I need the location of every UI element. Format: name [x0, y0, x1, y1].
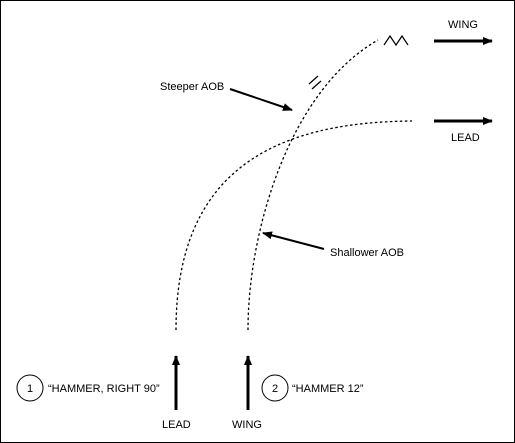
steeper-aob-label: Steeper AOB — [160, 81, 224, 93]
wing-top-label: WING — [448, 19, 478, 31]
call-1-circle — [16, 374, 44, 402]
wing-zigzag-marker — [383, 34, 409, 47]
lead-bottom-label: LEAD — [162, 419, 191, 431]
call-2-circle — [261, 374, 289, 402]
lead-flight-path — [175, 120, 413, 331]
break-mark-1 — [308, 75, 319, 85]
call-2-number: 2 — [272, 383, 278, 395]
call-1-text: “HAMMER, RIGHT 90” — [48, 383, 160, 395]
wing-bottom-label: WING — [232, 419, 262, 431]
break-mark-2 — [311, 80, 322, 90]
call-2-text: “HAMMER 12” — [292, 383, 364, 395]
shallower-aob-label: Shallower AOB — [330, 247, 404, 259]
call-1-number: 1 — [27, 383, 33, 395]
steeper-aob-pointer — [229, 88, 293, 111]
shallower-aob-pointer — [262, 231, 325, 250]
wing-flight-path — [247, 39, 379, 331]
lead-top-label: LEAD — [451, 132, 480, 144]
